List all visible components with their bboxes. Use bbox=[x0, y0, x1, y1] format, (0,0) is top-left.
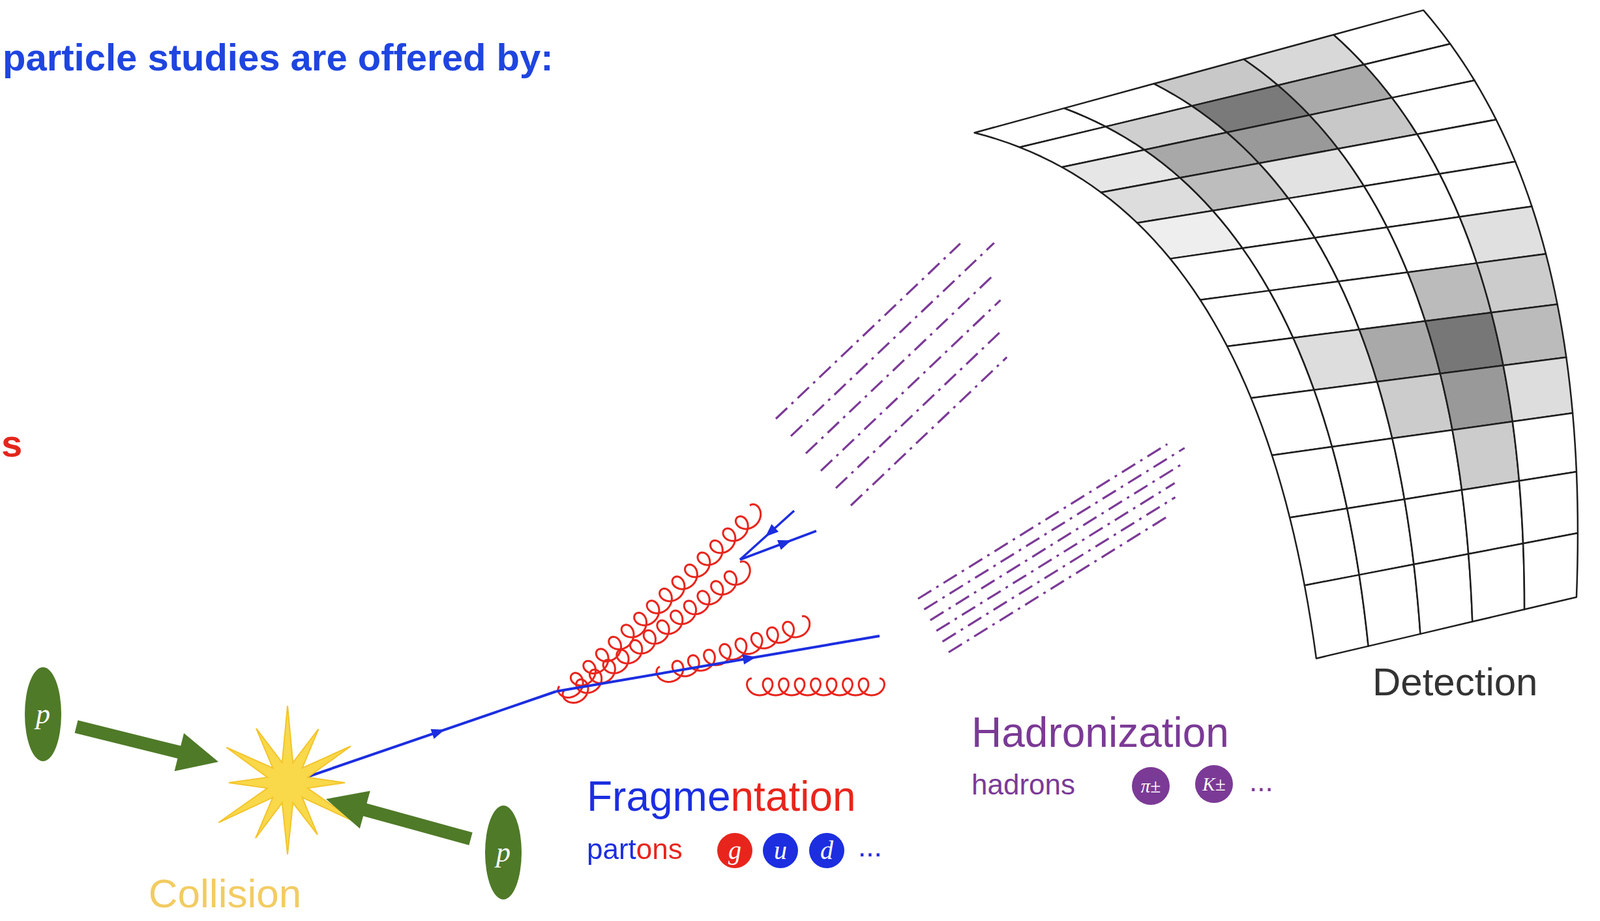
node-text: g bbox=[728, 837, 742, 864]
heading-text: particle studies are offered by: bbox=[2, 35, 553, 80]
parton-circle: d bbox=[809, 832, 845, 868]
hadron-tracks bbox=[775, 242, 1186, 652]
stage-label: Detection bbox=[1372, 659, 1538, 705]
hadron-track bbox=[835, 330, 1002, 488]
ellipsis: ... bbox=[858, 829, 883, 864]
heading-text: s bbox=[1, 421, 23, 466]
quark-arrowhead bbox=[777, 539, 792, 550]
stage-sublabel: partons bbox=[586, 832, 683, 866]
beam-arrow-shaft bbox=[357, 807, 471, 839]
beam-arrow-shaft bbox=[76, 726, 187, 754]
detector-cell bbox=[1413, 553, 1473, 634]
node-outline bbox=[1131, 766, 1170, 805]
ellipsis: ... bbox=[1249, 764, 1274, 799]
node-outline bbox=[1195, 764, 1233, 803]
detector-cell bbox=[1519, 471, 1578, 544]
node-outline bbox=[717, 832, 753, 868]
beam-arrowhead bbox=[174, 732, 219, 771]
hadron-track bbox=[923, 447, 1185, 610]
parton-circle: g bbox=[717, 832, 753, 868]
proton-ellipse: p bbox=[24, 666, 62, 761]
hadron-track bbox=[850, 357, 1007, 506]
parton-shower bbox=[296, 503, 885, 781]
hadron-circle: π± bbox=[1131, 766, 1170, 805]
hadron-track bbox=[775, 243, 961, 419]
collision-art bbox=[76, 705, 471, 855]
detector-cell bbox=[1491, 303, 1567, 366]
hadron-track bbox=[918, 444, 1168, 599]
detector-cell bbox=[1452, 421, 1520, 490]
detector-cell bbox=[1476, 253, 1558, 313]
quark-arrowhead bbox=[741, 653, 756, 665]
hadron-track bbox=[820, 299, 1001, 471]
detector-cell bbox=[1461, 480, 1524, 554]
detector-cell bbox=[1304, 574, 1369, 658]
node-outline bbox=[485, 805, 522, 900]
gluon-line bbox=[656, 616, 810, 682]
calorimeter-grid bbox=[974, 10, 1578, 659]
gluon-line bbox=[747, 678, 885, 696]
node-text: p bbox=[496, 837, 511, 867]
detector-cell bbox=[1523, 532, 1578, 609]
proton-ellipse: p bbox=[485, 805, 522, 900]
node-text: u bbox=[773, 837, 787, 864]
stage-sublabel: hadrons bbox=[971, 768, 1076, 802]
detector-cell bbox=[1404, 489, 1469, 564]
node-outline bbox=[809, 832, 845, 868]
node-text: K± bbox=[1202, 774, 1226, 794]
quark-line bbox=[296, 691, 557, 781]
detector-cell bbox=[1512, 412, 1577, 481]
detector-cell bbox=[1425, 312, 1504, 373]
quark-line bbox=[740, 510, 795, 560]
node-outline bbox=[762, 832, 799, 868]
detector-cell bbox=[1468, 543, 1525, 622]
gluon-line bbox=[558, 503, 761, 697]
hadron-circle: K± bbox=[1195, 764, 1233, 803]
detector-cell bbox=[1392, 429, 1462, 499]
hadron-track bbox=[942, 496, 1176, 641]
quark-line bbox=[556, 635, 880, 692]
node-text: p bbox=[35, 699, 51, 729]
stage-label: Fragmentation bbox=[586, 772, 857, 821]
detector-cell bbox=[1377, 373, 1452, 439]
detector-cell bbox=[1332, 438, 1405, 508]
stage-label: Collision bbox=[148, 869, 302, 917]
gluon-line bbox=[562, 561, 750, 703]
node-text: d bbox=[820, 837, 834, 864]
hadron-track bbox=[930, 461, 1186, 620]
hadron-track bbox=[790, 242, 995, 436]
beam-arrowhead bbox=[325, 790, 371, 829]
detector-cell bbox=[1347, 498, 1414, 575]
hadron-track bbox=[948, 514, 1171, 652]
hadron-track bbox=[936, 483, 1175, 632]
node-outline bbox=[24, 666, 62, 761]
detector-cell bbox=[1503, 357, 1573, 422]
quark-line bbox=[740, 530, 817, 560]
quark-arrowhead bbox=[430, 728, 445, 739]
detector-cell bbox=[1459, 206, 1546, 263]
node-text: π± bbox=[1140, 776, 1161, 796]
quark-arrowhead bbox=[765, 523, 779, 536]
detector-cell bbox=[1440, 365, 1513, 430]
detector-cell bbox=[1359, 563, 1421, 646]
stage-label: Hadronization bbox=[971, 708, 1230, 757]
collision-star bbox=[218, 705, 356, 855]
parton-circle: u bbox=[762, 832, 799, 868]
